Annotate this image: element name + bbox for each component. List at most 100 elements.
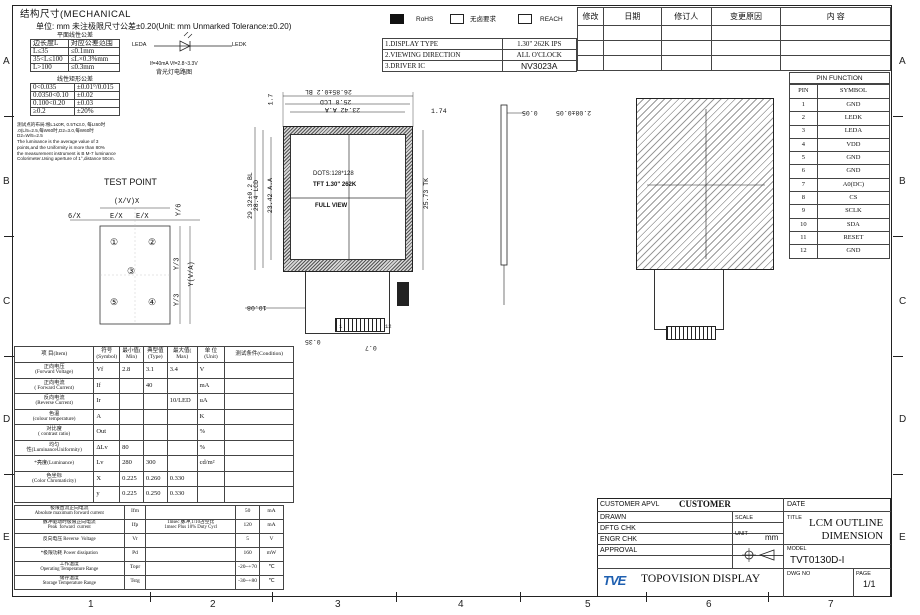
- led-plus-label: LEDA: [132, 42, 147, 48]
- table-row: 0.0350<0.10±0.02: [30, 91, 121, 100]
- pin-symbol: GND: [816, 151, 891, 166]
- mechanical-subtitle: 单位: mm 未注极限尺寸公差±0.20(Unit: mm Unmarked T…: [36, 22, 292, 31]
- zone-right-A: A: [899, 56, 906, 67]
- rohs-check-icon: [390, 14, 404, 24]
- pin-symbol: RESET: [816, 230, 891, 246]
- zone-top-6: 6: [706, 599, 712, 610]
- abs-row: 极限直流正向电流 Absolute maximum forward curren…: [14, 504, 284, 520]
- halogen-label: 无卤要求: [470, 16, 496, 23]
- elec-cell: [166, 377, 198, 394]
- elec-cell: [224, 408, 294, 425]
- led-diagram: [154, 31, 232, 52]
- elec-cell: mA: [196, 377, 226, 394]
- elec-header: 测试条件(Condition): [224, 346, 294, 363]
- elec-cell: 300: [142, 455, 168, 472]
- revision-cell: [602, 40, 662, 56]
- table-cell: 边长度L: [30, 39, 69, 48]
- point-4: ④: [148, 297, 157, 307]
- zone-tick: [893, 474, 903, 475]
- side-view: 0.05 2.08±0.05: [500, 95, 591, 345]
- engr-label: ENGR CHK: [600, 536, 637, 543]
- abs-cell: Pd: [123, 546, 147, 562]
- back-view: [636, 98, 776, 353]
- model-label: MODEL: [787, 546, 807, 552]
- zone-left-E: E: [3, 532, 10, 543]
- elec-header: 项 目(Item): [13, 346, 95, 363]
- revision-header: 修改: [577, 7, 604, 26]
- revision-cell: [660, 40, 712, 56]
- elec-cell: 反向电流 (Reverse Current): [13, 393, 95, 410]
- dwg-no-label: DWG NO: [787, 571, 811, 577]
- elec-row: 对比度 ( contrast ratio)Out%: [13, 424, 294, 441]
- revision-header: 变更原因: [710, 7, 782, 26]
- elec-cell: K: [196, 408, 226, 425]
- backlight-label: 背光灯电路图: [156, 70, 193, 76]
- revision-cell: [710, 40, 782, 56]
- pin-number: 1: [789, 97, 818, 113]
- zone-right-B: B: [899, 176, 906, 187]
- elec-header: 典型值(Type): [142, 346, 168, 363]
- fpc-tail: [305, 272, 390, 334]
- elec-header: 单 位(Unit): [196, 346, 226, 363]
- x-right-label: E/X: [136, 213, 149, 221]
- elec-cell: 40: [142, 377, 168, 394]
- spec-value: NV3023A: [501, 60, 577, 72]
- dim-v4: 25.73 TK: [423, 177, 431, 210]
- approval-label: APPROVAL: [600, 547, 638, 554]
- elec-cell: 2.8: [119, 362, 144, 379]
- abs-cell: Tstg: [123, 574, 147, 590]
- tol-table-title: 平面线性公差: [56, 33, 93, 39]
- pin1-label: 1: [339, 323, 343, 330]
- table-cell: 0.100<0.20: [30, 99, 75, 108]
- zone-tick: [893, 116, 903, 117]
- elec-cell: 10/LED: [166, 393, 198, 410]
- pin-header: SYMBOL: [816, 84, 891, 99]
- spec-value: 1.30" 262K IPS: [501, 38, 577, 50]
- elec-cell: ΔLv: [93, 439, 121, 456]
- revision-cell: [780, 40, 891, 56]
- revision-row: 修改日期修订人变更原因内 容: [577, 7, 891, 26]
- elec-cell: 色坐标 (Color Chromaticity): [13, 470, 95, 487]
- revision-header: 内 容: [780, 7, 891, 26]
- elec-cell: [13, 486, 95, 503]
- dim-174: 1.74: [431, 108, 447, 115]
- table-cell: 0<0.035: [30, 83, 75, 92]
- backlight-circuit: LEDA LEDK If=40mA Vf=2.8~3.3V 背光灯电路图: [132, 31, 252, 80]
- abs-cell: mA: [259, 504, 284, 520]
- zone-right-D: D: [899, 414, 907, 425]
- table-row: L≤35≤0.1mm: [30, 47, 121, 56]
- elec-cell: [224, 470, 294, 487]
- elec-cell: 80: [119, 439, 144, 456]
- company-logo: TVE: [603, 573, 626, 588]
- dim-05: 0.05: [522, 109, 538, 117]
- pin-title: PIN FUNCTION: [789, 72, 890, 84]
- elec-cell: [224, 424, 294, 441]
- elec-cell: 对比度 ( contrast ratio): [13, 424, 95, 441]
- revision-cell: [660, 55, 712, 71]
- elec-cell: 0.250: [142, 486, 168, 503]
- abs-cell: ℃: [259, 574, 284, 590]
- reach-box-icon: [518, 14, 532, 24]
- elec-cell: Lv: [93, 455, 121, 472]
- title-label: TITLE: [787, 515, 802, 521]
- y-bot-label: Y/3: [173, 293, 182, 307]
- abs-cell: 5: [235, 532, 261, 548]
- zone-top-7: 7: [828, 599, 834, 610]
- x-top-label: (X/V)X: [114, 198, 140, 206]
- elec-cell: 正向电流 ( Forward Current): [13, 377, 95, 394]
- test-point-title: TEST POINT: [104, 177, 157, 187]
- table-row: 0<0.035±0.01°/0.015: [30, 83, 121, 92]
- revision-cell: [602, 55, 662, 71]
- dftg-label: DFTG CHK: [600, 525, 636, 532]
- pin-number: 2: [789, 111, 818, 126]
